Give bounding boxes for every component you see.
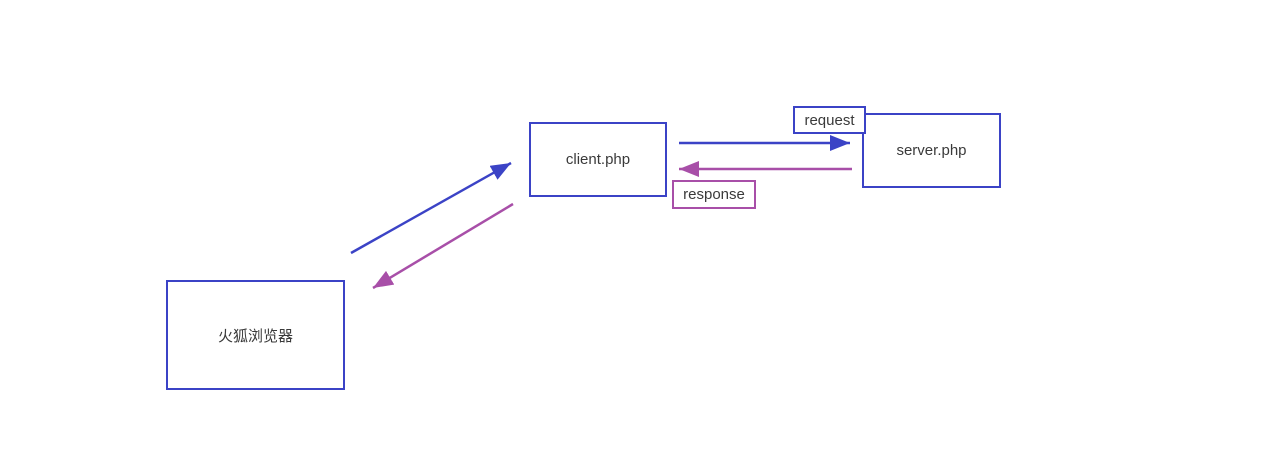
node-server: server.php xyxy=(862,113,1001,188)
node-browser-label: 火狐浏览器 xyxy=(217,327,293,345)
node-client: client.php xyxy=(529,122,667,197)
client-to-browser-arrow xyxy=(372,202,514,290)
node-browser: 火狐浏览器 xyxy=(166,280,345,390)
node-client-label: client.php xyxy=(565,151,631,168)
edge-label-request-text: request xyxy=(804,111,855,129)
edge-label-request: request xyxy=(793,106,866,134)
node-server-label: server.php xyxy=(896,142,967,159)
browser-to-client-arrow xyxy=(350,161,512,255)
edge-label-response: response xyxy=(672,180,756,209)
edge-label-response-text: response xyxy=(683,186,745,203)
